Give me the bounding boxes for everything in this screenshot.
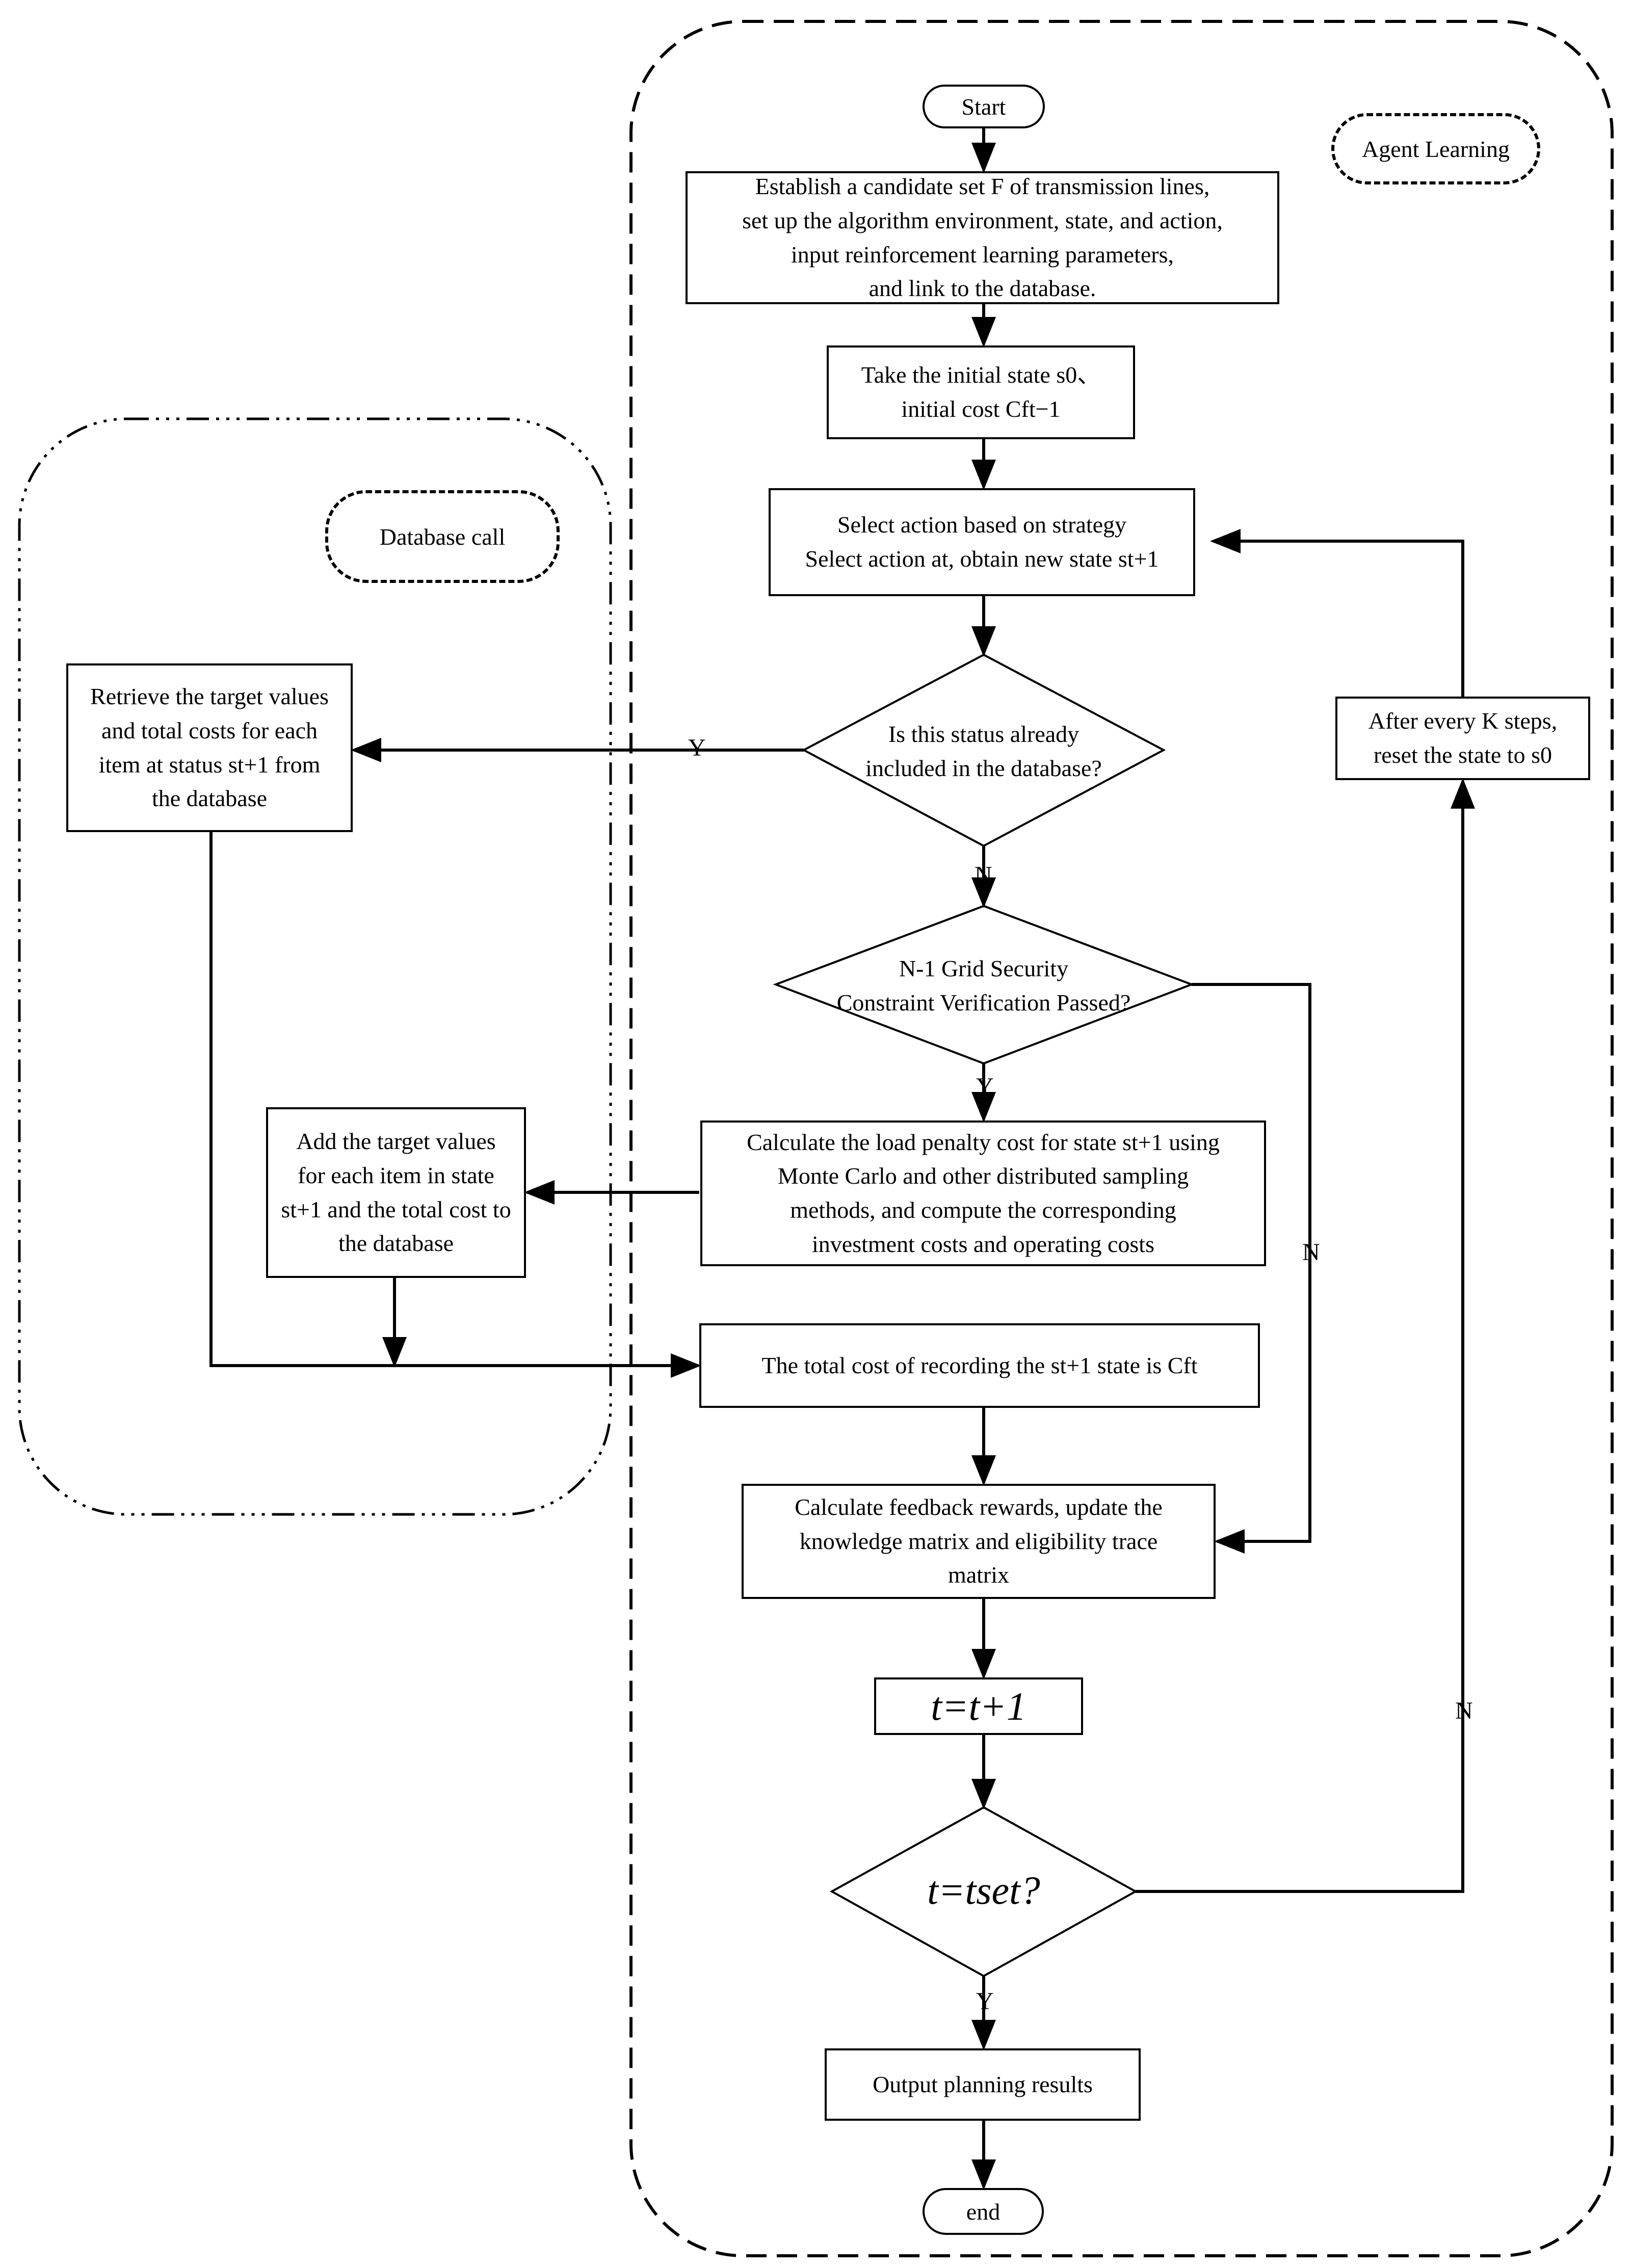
n1-question: N-1 Grid Security Constraint Verificatio… bbox=[795, 938, 1172, 1034]
arrow-tcheck-no-to-reset bbox=[1136, 778, 1475, 1893]
agent-learning-text: Agent Learning bbox=[1362, 136, 1510, 162]
calc-line-3: methods, and compute the corresponding bbox=[790, 1197, 1176, 1223]
edge-label-n1-no: N bbox=[1302, 1239, 1320, 1266]
establish-line-4: and link to the database. bbox=[868, 275, 1096, 302]
retrieve-line-2: and total costs for each bbox=[101, 717, 318, 743]
initial-line-1: Take the initial state s0、 bbox=[861, 362, 1101, 388]
retrieve-line-4: the database bbox=[151, 785, 268, 812]
in-database-question: Is this status already included in the d… bbox=[815, 703, 1152, 800]
database-call-text: Database call bbox=[379, 523, 506, 550]
add-db-line-4: the database bbox=[338, 1230, 454, 1257]
t-check-question: t=tset? bbox=[866, 1855, 1101, 1926]
agent-learning-label: Agent Learning bbox=[1331, 113, 1540, 184]
increment-box: t=t+1 bbox=[874, 1677, 1083, 1735]
add-db-box: Add the target values for each item in s… bbox=[266, 1107, 526, 1278]
add-db-line-1: Add the target values bbox=[296, 1128, 496, 1155]
edge-label-db-yes: Y bbox=[688, 734, 706, 761]
edge-label-n1-yes: Y bbox=[976, 1073, 994, 1100]
increment-text: t=t+1 bbox=[931, 1684, 1026, 1728]
output-box: Output planning results bbox=[825, 2048, 1141, 2121]
edge-label-t-no: N bbox=[1455, 1697, 1473, 1724]
calc-line-4: investment costs and operating costs bbox=[812, 1231, 1154, 1257]
establish-line-2: set up the algorithm environment, state,… bbox=[742, 207, 1223, 233]
retrieve-line-3: item at status st+1 from bbox=[98, 751, 321, 778]
end-terminal: end bbox=[923, 2188, 1044, 2235]
output-text: Output planning results bbox=[873, 2071, 1093, 2097]
reset-line-2: reset the state to s0 bbox=[1373, 742, 1552, 768]
retrieve-box: Retrieve the target values and total cos… bbox=[66, 663, 353, 832]
arrow-n1-no-to-feedback bbox=[1192, 983, 1311, 1554]
n1-line-1: N-1 Grid Security bbox=[899, 955, 1069, 982]
edge-label-t-yes: Y bbox=[976, 1988, 994, 2015]
record-cost-box: The total cost of recording the st+1 sta… bbox=[699, 1323, 1260, 1408]
in-database-line-1: Is this status already bbox=[888, 721, 1080, 748]
select-line-2: Select action at, obtain new state st+1 bbox=[805, 546, 1159, 572]
calc-penalty-box: Calculate the load penalty cost for stat… bbox=[700, 1120, 1266, 1266]
reset-line-1: After every K steps, bbox=[1368, 708, 1558, 734]
add-db-line-3: st+1 and the total cost to bbox=[281, 1196, 511, 1222]
arrow-reset-to-select bbox=[1210, 529, 1464, 697]
feedback-line-3: matrix bbox=[947, 1562, 1010, 1588]
in-database-line-2: included in the database? bbox=[865, 755, 1102, 781]
initial-line-2: initial cost Cft−1 bbox=[901, 396, 1061, 422]
end-label: end bbox=[966, 2198, 1001, 2225]
arrow-retrieve-to-record bbox=[209, 832, 701, 1378]
database-call-group-outline bbox=[18, 417, 612, 1516]
establish-line-1: Establish a candidate set F of transmiss… bbox=[755, 173, 1210, 200]
add-db-line-2: for each item in state bbox=[298, 1162, 494, 1188]
feedback-box: Calculate feedback rewards, update the k… bbox=[742, 1484, 1216, 1599]
calc-line-1: Calculate the load penalty cost for stat… bbox=[747, 1129, 1220, 1155]
start-terminal: Start bbox=[923, 85, 1045, 128]
t-check-text: t=tset? bbox=[927, 1868, 1040, 1913]
select-action-box: Select action based on strategy Select a… bbox=[769, 488, 1195, 596]
initial-state-box: Take the initial state s0、 initial cost … bbox=[827, 345, 1135, 439]
establish-step-box: Establish a candidate set F of transmiss… bbox=[686, 171, 1279, 304]
select-line-1: Select action based on strategy bbox=[837, 512, 1127, 538]
calc-line-2: Monte Carlo and other distributed sampli… bbox=[777, 1163, 1189, 1189]
record-cost-text: The total cost of recording the st+1 sta… bbox=[761, 1352, 1198, 1378]
start-label: Start bbox=[961, 93, 1006, 120]
reset-state-box: After every K steps, reset the state to … bbox=[1335, 697, 1590, 780]
database-call-label: Database call bbox=[325, 490, 560, 583]
feedback-line-2: knowledge matrix and eligibility trace bbox=[799, 1528, 1158, 1554]
establish-line-3: input reinforcement learning parameters, bbox=[791, 241, 1174, 268]
agent-learning-group-outline bbox=[629, 20, 1614, 2257]
feedback-line-1: Calculate feedback rewards, update the bbox=[795, 1493, 1163, 1520]
n1-line-2: Constraint Verification Passed? bbox=[836, 990, 1131, 1016]
retrieve-line-1: Retrieve the target values bbox=[90, 683, 329, 710]
edge-label-db-no: N bbox=[975, 862, 992, 889]
